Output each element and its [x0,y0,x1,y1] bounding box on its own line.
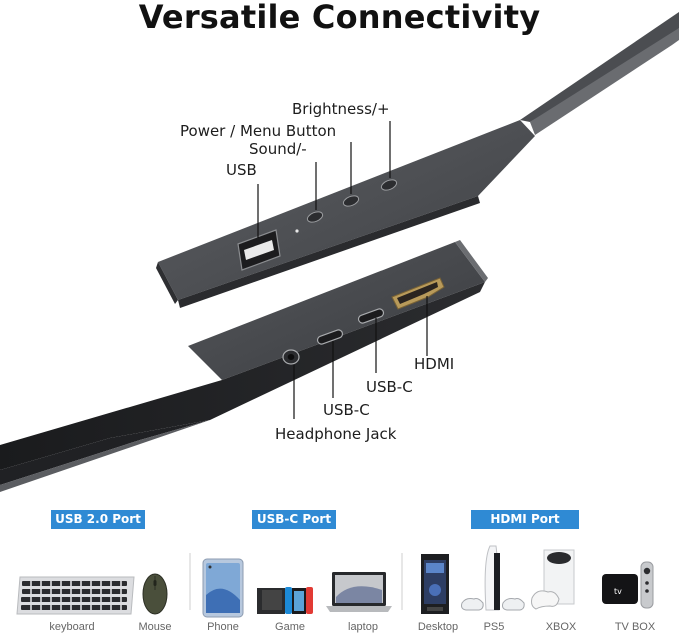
usb-c-port-upper [357,308,385,324]
device-label-game: Game [275,621,305,633]
tv-box-icon: tv [602,561,654,609]
usb-c-port-lower [316,329,344,345]
callout-usb: USB [226,161,257,179]
callout-power-menu-button: Power / Menu Button [180,122,337,140]
game-console-icon [257,587,313,614]
device-label-laptop: laptop [348,621,378,633]
callout-hdmi: HDMI [414,355,455,373]
sound-minus-button [342,195,360,207]
svg-text:tv: tv [614,587,622,596]
brightness-plus-button [380,179,398,191]
device-label-phone: Phone [207,621,239,633]
callout-usb-c-upper: USB-C [366,378,413,396]
desktop-tower-icon [421,554,449,614]
power-menu-button [306,211,324,223]
callout-usb-c-lower: USB-C [323,401,370,419]
badge-hdmi-port: HDMI Port [471,510,579,529]
mouse-icon [142,573,168,615]
phone-icon [202,558,244,618]
category-dividers [189,553,403,610]
device-label-keyboard: keyboard [49,621,95,633]
headphone-jack [282,349,300,365]
ps5-icon [461,545,525,611]
power-led-indicator [295,229,299,233]
monitor-bottom-edge [0,240,488,492]
page-title: Versatile Connectivity [138,0,541,36]
xbox-icon [531,549,575,610]
device-label-xbox: XBOX [545,621,577,633]
device-label-ps5: PS5 [483,621,505,633]
usb-a-port [237,229,281,271]
badge-usb-2-port: USB 2.0 Port [51,510,145,529]
laptop-icon [326,572,392,612]
callout-sound-minus: Sound/- [249,140,307,158]
keyboard-icon [16,576,135,615]
device-label-tv-box: TV BOX [614,621,656,633]
callout-leader-lines [257,121,428,419]
callout-brightness-plus: Brightness/+ [292,100,390,118]
device-label-desktop: Desktop [417,621,459,633]
badge-usb-c-port: USB-C Port [252,510,336,529]
device-label-mouse: Mouse [138,621,172,633]
callout-headphone-jack: Headphone Jack [275,425,397,443]
hdmi-port [391,277,445,310]
